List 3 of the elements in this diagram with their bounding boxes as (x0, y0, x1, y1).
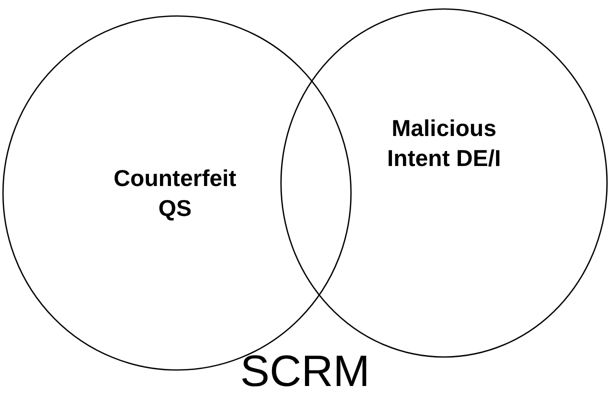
caption: SCRM (239, 346, 371, 398)
circle-label: Counterfeit QS (112, 164, 238, 223)
circle-label: Malicious Intent DE/I (386, 114, 502, 173)
